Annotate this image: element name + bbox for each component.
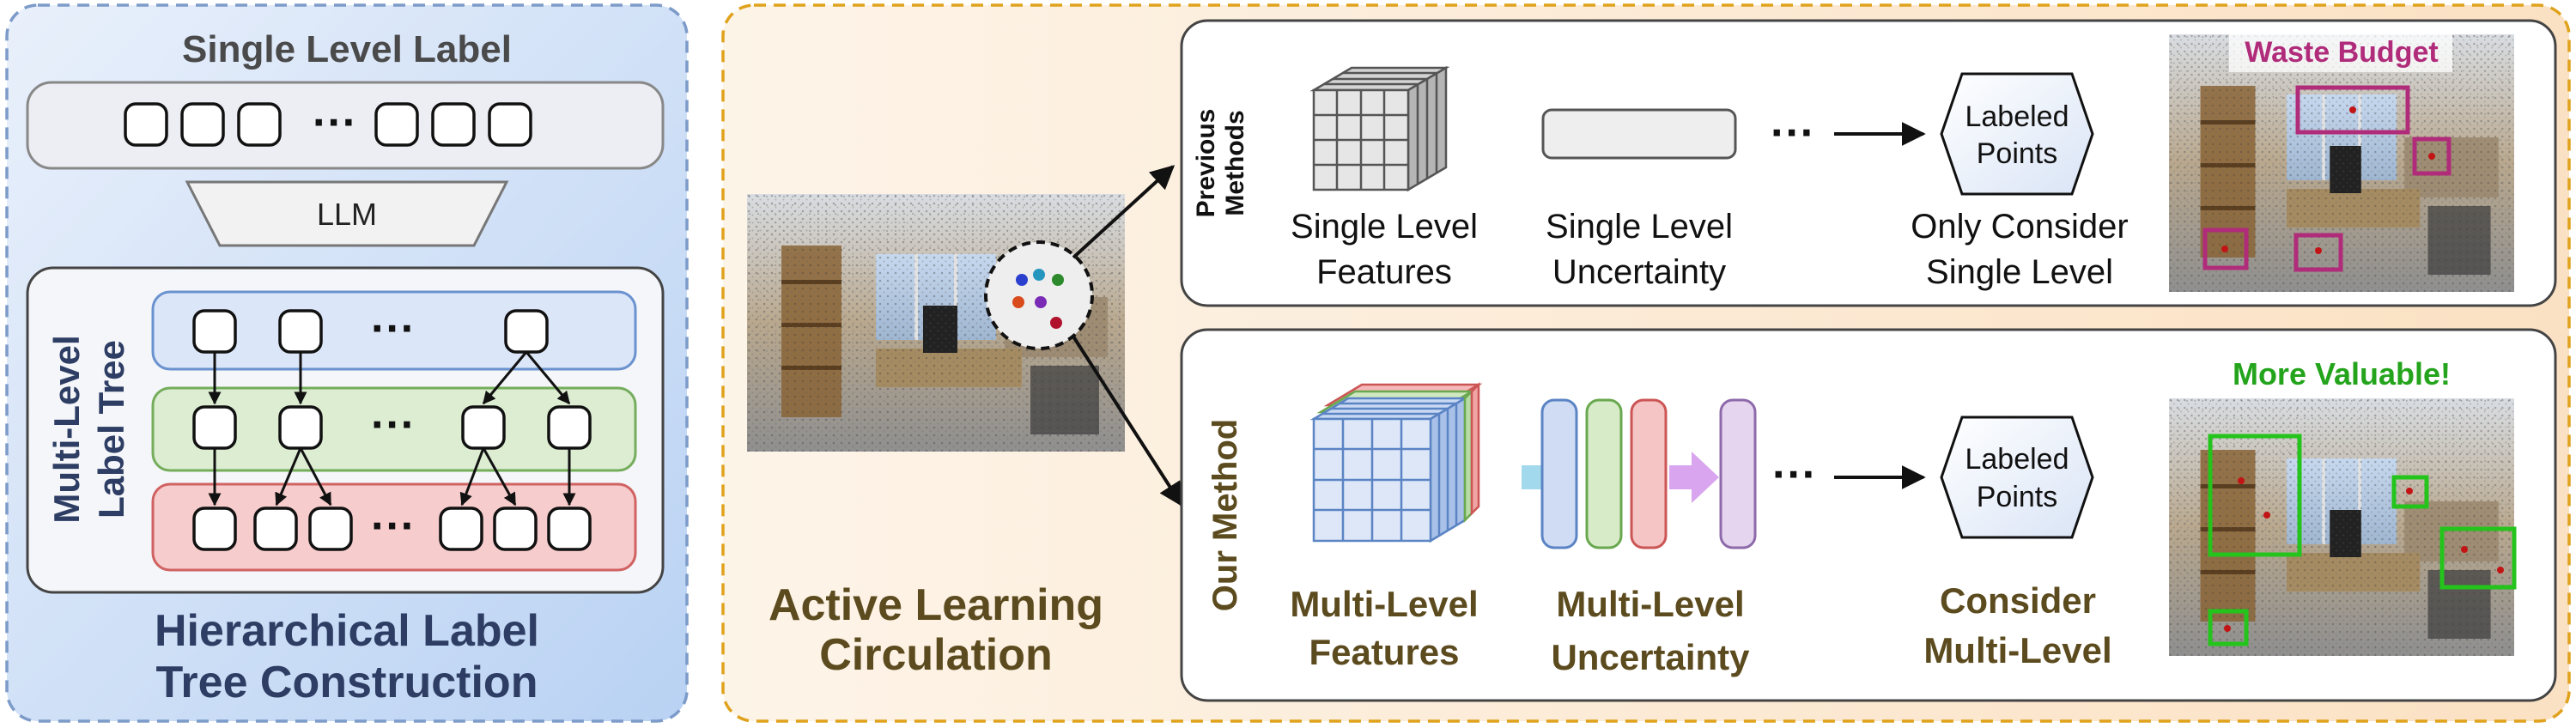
ours-labeled-line2: Points	[1977, 481, 2058, 513]
selection-box	[2293, 233, 2343, 272]
tree-ellipsis-1: ···	[371, 304, 416, 354]
ours-uncertainty-line2: Uncertainty	[1551, 637, 1750, 677]
nodes-ellipsis: ···	[313, 98, 357, 148]
tree-node	[439, 507, 483, 551]
ours-result-image	[2169, 398, 2517, 656]
center-caption-line2: Circulation	[819, 630, 1053, 680]
tree-node	[278, 405, 323, 450]
our-method-side-label: Our Method	[1206, 419, 1244, 611]
tree-node	[461, 405, 506, 450]
selection-box	[2202, 228, 2249, 270]
left-caption-line2: Tree Construction	[156, 658, 538, 707]
selection-box	[2391, 475, 2429, 509]
our-method-row: Our Method	[1180, 328, 2557, 702]
tree-node	[278, 309, 323, 354]
single-uncertainty-bar	[1541, 108, 1737, 160]
tree-node	[253, 507, 298, 551]
previous-features-line1: Single Level	[1291, 208, 1478, 246]
previous-labeled-line1: Labeled	[1965, 100, 2069, 133]
uncertainty-head-blue	[1540, 398, 1578, 549]
tree-node	[504, 309, 549, 354]
label-node	[237, 102, 282, 147]
selection-box	[2439, 526, 2517, 590]
ours-labeled-points-hexagon	[1940, 416, 2094, 539]
waste-budget-caption: Waste Budget	[2245, 36, 2438, 69]
previous-consider-line1: Only Consider	[1911, 208, 2128, 246]
label-node	[180, 102, 225, 147]
tree-side-label-2: Label Tree	[91, 340, 131, 519]
ours-uncertainty-line1: Multi-Level	[1556, 584, 1744, 624]
arrow-to-ours	[1072, 335, 1183, 507]
multi-level-features-cube	[1309, 381, 1483, 543]
tree-nodes	[192, 309, 592, 551]
uncertainty-head-green	[1585, 398, 1623, 549]
label-node	[488, 102, 532, 147]
tree-ellipsis-2: ···	[371, 400, 416, 450]
tree-node	[547, 405, 592, 450]
single-level-label-title: Single Level Label	[182, 28, 512, 70]
ours-consider-line1: Consider	[1940, 580, 2096, 621]
active-learning-panel: Active Learning Circulation Previous Met…	[721, 3, 2571, 723]
label-node	[124, 102, 168, 147]
tree-node	[547, 507, 592, 551]
arrow-to-previous	[1072, 165, 1176, 259]
tree-node	[308, 507, 353, 551]
multi-level-uncertainty-stack	[1522, 398, 1757, 549]
tree-edges	[208, 351, 576, 507]
previous-labeled-line2: Points	[1977, 137, 2058, 170]
previous-side-label-2: Methods	[1221, 110, 1249, 215]
fusion-arrow	[1669, 452, 1719, 503]
tree-ellipsis-3: ···	[371, 501, 416, 551]
selection-box	[2208, 434, 2302, 557]
tree-node	[493, 507, 538, 551]
previous-ellipsis: ···	[1771, 108, 1815, 158]
single-level-features-cube	[1309, 65, 1450, 192]
ours-ellipsis: ···	[1772, 450, 1817, 500]
ours-features-line2: Features	[1309, 632, 1459, 672]
ours-labeled-line1: Labeled	[1965, 443, 2069, 476]
tree-node	[192, 405, 237, 450]
selection-box	[2295, 85, 2410, 135]
selection-box	[2412, 136, 2451, 176]
tree-node	[192, 309, 237, 354]
left-caption-line1: Hierarchical Label	[155, 606, 539, 656]
previous-features-line2: Features	[1316, 253, 1452, 291]
sampled-points-circle	[984, 240, 1094, 350]
previous-side-label-1: Previous	[1192, 109, 1220, 218]
tree-level-2	[151, 386, 637, 472]
llm-label: LLM	[317, 197, 377, 232]
single-level-nodes: ···	[124, 98, 532, 148]
previous-consider-line2: Single Level	[1926, 253, 2113, 291]
ours-features-line1: Multi-Level	[1290, 584, 1478, 624]
previous-methods-row: Previous Methods	[1180, 19, 2557, 307]
tree-side-label-1: Multi-Level	[46, 335, 87, 523]
center-caption-line1: Active Learning	[769, 580, 1103, 630]
more-valuable-caption: More Valuable!	[2233, 356, 2451, 391]
hierarchical-label-tree-panel: Single Level Label ··· LLM Multi-Level L…	[5, 3, 689, 723]
uncertainty-head-red	[1630, 398, 1668, 549]
uncertainty-fused	[1719, 398, 1757, 549]
previous-labeled-points-hexagon	[1940, 72, 2094, 196]
previous-uncertainty-line1: Single Level	[1546, 208, 1733, 246]
selection-box	[2208, 609, 2249, 646]
previous-uncertainty-line2: Uncertainty	[1552, 253, 1726, 291]
label-node	[374, 102, 419, 147]
llm-funnel	[185, 180, 509, 247]
label-node	[431, 102, 476, 147]
tree-node	[192, 507, 237, 551]
previous-result-image: Waste Budget	[2169, 34, 2514, 292]
ours-consider-line2: Multi-Level	[1923, 630, 2111, 670]
